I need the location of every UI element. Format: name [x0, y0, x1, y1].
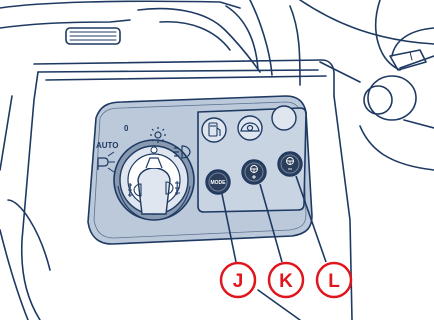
- callout-k-letter: K: [279, 271, 293, 292]
- roof-button[interactable]: [238, 116, 262, 140]
- callout-j: J: [221, 263, 255, 297]
- mode-button-label: MODE: [211, 180, 227, 186]
- steering-minus-button[interactable]: [278, 152, 302, 176]
- blank-button[interactable]: [272, 106, 296, 130]
- callout-j-letter: J: [233, 271, 244, 292]
- dial-label-auto: AUTO: [96, 141, 119, 150]
- steering-plus-button[interactable]: [242, 160, 266, 184]
- callout-l-letter: L: [328, 271, 340, 292]
- steering-column: [290, 0, 434, 170]
- mode-button[interactable]: MODE: [206, 170, 230, 194]
- fuel-filler-button[interactable]: [202, 118, 226, 142]
- callout-l: L: [317, 263, 351, 297]
- dial-label-off: 0: [124, 124, 129, 133]
- callout-k: K: [269, 263, 303, 297]
